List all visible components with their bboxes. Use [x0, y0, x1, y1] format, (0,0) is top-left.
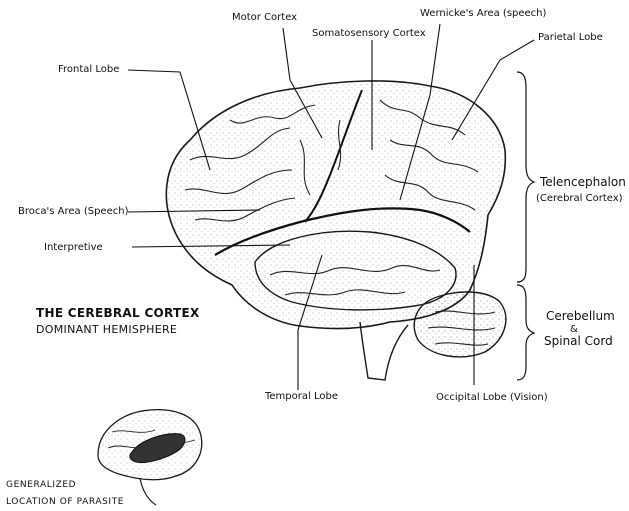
label-brocas-area: Broca's Area (Speech)	[18, 206, 128, 218]
telencephalon-brace	[517, 72, 534, 282]
inset-caption-line2: LOCATION OF PARASITE	[6, 497, 124, 507]
diagram-subtitle: DOMINANT HEMISPHERE	[36, 323, 177, 336]
label-occipital-lobe: Occipital Lobe (Vision)	[436, 392, 548, 404]
label-interpretive: Interpretive	[44, 242, 103, 254]
label-parietal-lobe: Parietal Lobe	[538, 32, 603, 44]
cerebellum-brace	[517, 285, 534, 380]
label-cerebellum: Cerebellum	[546, 310, 615, 322]
cerebellum-shape	[414, 292, 506, 357]
label-frontal-lobe: Frontal Lobe	[58, 64, 119, 76]
label-temporal-lobe: Temporal Lobe	[265, 391, 338, 403]
brain-outline	[166, 81, 505, 329]
inset-caption-line1: GENERALIZED	[6, 480, 76, 490]
label-motor-cortex: Motor Cortex	[232, 12, 297, 24]
label-wernickes-area: Wernicke's Area (speech)	[420, 8, 546, 20]
label-somatosensory-cortex: Somatosensory Cortex	[312, 28, 426, 40]
label-spinal-cord: Spinal Cord	[544, 335, 613, 347]
diagram-title: THE CEREBRAL CORTEX	[36, 306, 200, 320]
braces	[517, 72, 534, 380]
label-cerebral-cortex-paren: (Cerebral Cortex)	[536, 193, 623, 205]
brain-stem-shape	[360, 322, 408, 380]
inset-brain	[98, 410, 202, 505]
label-telencephalon: Telencephalon	[540, 176, 626, 188]
